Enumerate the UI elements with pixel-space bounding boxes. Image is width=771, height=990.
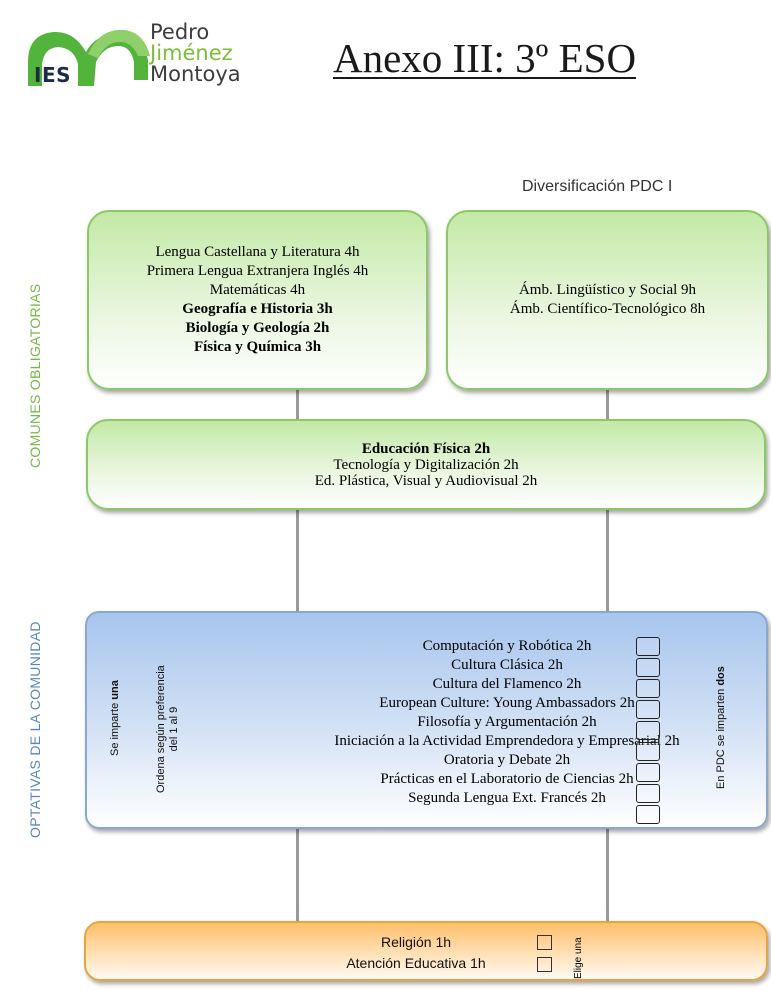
preference-rank-boxes <box>636 637 660 826</box>
subject-line: Geografía e Historia 3h <box>182 301 333 317</box>
rank-input-box[interactable] <box>636 637 660 656</box>
subject-line: Primera Lengua Extranjera Inglés 4h <box>146 263 369 279</box>
connector-left-2 <box>296 510 299 611</box>
optativa-item: Segunda Lengua Ext. Francés 2h <box>408 790 606 806</box>
subject-line: Ámb. Científico-Tecnológico 8h <box>509 301 706 317</box>
side-label-optativas: OPTATIVAS DE LA COMUNIDAD <box>27 621 43 838</box>
subject-line: Ed. Plástica, Visual y Audiovisual 2h <box>314 472 538 489</box>
pdc-subjects-box: Ámb. Lingüístico y Social 9h Ámb. Cientí… <box>446 210 769 390</box>
note-se-imparte-una: Se imparte una <box>109 680 122 756</box>
logo-school-name: Pedro Jiménez Montoya <box>150 22 241 85</box>
note-order-preference: Ordena según preferencia del 1 al 9 <box>155 665 181 793</box>
optativa-item: Oratoria y Debate 2h <box>443 752 571 768</box>
rank-input-box[interactable] <box>636 721 660 740</box>
logo-name-line-3: Montoya <box>150 62 241 86</box>
rank-input-box[interactable] <box>636 784 660 803</box>
rank-input-box[interactable] <box>636 763 660 782</box>
religion-checkboxes <box>537 935 552 979</box>
subject-line: Educación Física 2h <box>361 440 491 457</box>
rank-input-box[interactable] <box>636 679 660 698</box>
subject-line: Tecnología y Digitalización 2h <box>333 456 519 473</box>
note-elige-una: Elige una <box>573 937 584 979</box>
side-label-comunes: COMUNES OBLIGATORIAS <box>27 283 43 468</box>
note-text: En PDC se imparten <box>715 685 727 789</box>
rank-input-box[interactable] <box>636 700 660 719</box>
optativa-item: Filosofía y Argumentación 2h <box>417 714 597 730</box>
optativa-item: Cultura del Flamenco 2h <box>432 676 582 692</box>
optativas-box: Se imparte una Ordena según preferencia … <box>85 611 768 829</box>
optativa-item: Iniciación a la Actividad Emprendedora y… <box>334 733 680 749</box>
comunes-subjects-box: Lengua Castellana y Literatura 4h Primer… <box>87 210 428 390</box>
shared-subjects-box: Educación Física 2h Tecnología y Digital… <box>86 419 766 510</box>
connector-right-1 <box>606 390 609 420</box>
optativa-item: Computación y Robótica 2h <box>422 638 592 654</box>
connector-left-1 <box>296 390 299 420</box>
subject-line: Lengua Castellana y Literatura 4h <box>155 244 360 260</box>
page-title: Anexo III: 3º ESO <box>333 35 637 81</box>
rank-input-box[interactable] <box>636 805 660 824</box>
pdc-column-header: Diversificación PDC I <box>522 178 673 195</box>
note-pdc-imparten-dos: En PDC se imparten dos <box>715 666 728 789</box>
logo-ies: IES <box>34 63 72 87</box>
religion-checkbox[interactable] <box>537 935 552 950</box>
optativa-item: European Culture: Young Ambassadors 2h <box>379 695 635 711</box>
subject-line: Matemáticas 4h <box>209 282 306 298</box>
religion-option: Atención Educativa 1h <box>346 955 486 971</box>
subject-line: Ámb. Lingüístico y Social 9h <box>518 282 697 298</box>
connector-right-3 <box>606 829 609 921</box>
note-emphasis: una <box>109 680 121 700</box>
connector-left-3 <box>296 829 299 921</box>
religion-box: Religión 1h Atención Educativa 1h Elige … <box>84 921 768 981</box>
rank-input-box[interactable] <box>636 742 660 761</box>
school-logo <box>28 29 150 86</box>
logo-name-line-1: Pedro <box>150 20 210 44</box>
note-text: del 1 al 9 <box>168 706 180 752</box>
logo-name-line-2: Jiménez <box>150 41 233 65</box>
religion-options: Religión 1h Atención Educativa 1h <box>316 932 516 974</box>
rank-input-box[interactable] <box>636 658 660 677</box>
religion-checkbox[interactable] <box>537 957 552 972</box>
note-text: Se imparte <box>109 699 121 756</box>
subject-line: Biología y Geología 2h <box>185 320 330 336</box>
optativa-item: Prácticas en el Laboratorio de Ciencias … <box>380 771 634 787</box>
note-text: Ordena según preferencia <box>155 665 167 793</box>
religion-option: Religión 1h <box>380 934 452 950</box>
note-emphasis: dos <box>715 666 727 686</box>
connector-right-2 <box>606 510 609 611</box>
optativa-item: Cultura Clásica 2h <box>451 657 563 673</box>
subject-line: Física y Química 3h <box>193 339 322 355</box>
optativas-list: Computación y Robótica 2h Cultura Clásic… <box>297 637 717 808</box>
